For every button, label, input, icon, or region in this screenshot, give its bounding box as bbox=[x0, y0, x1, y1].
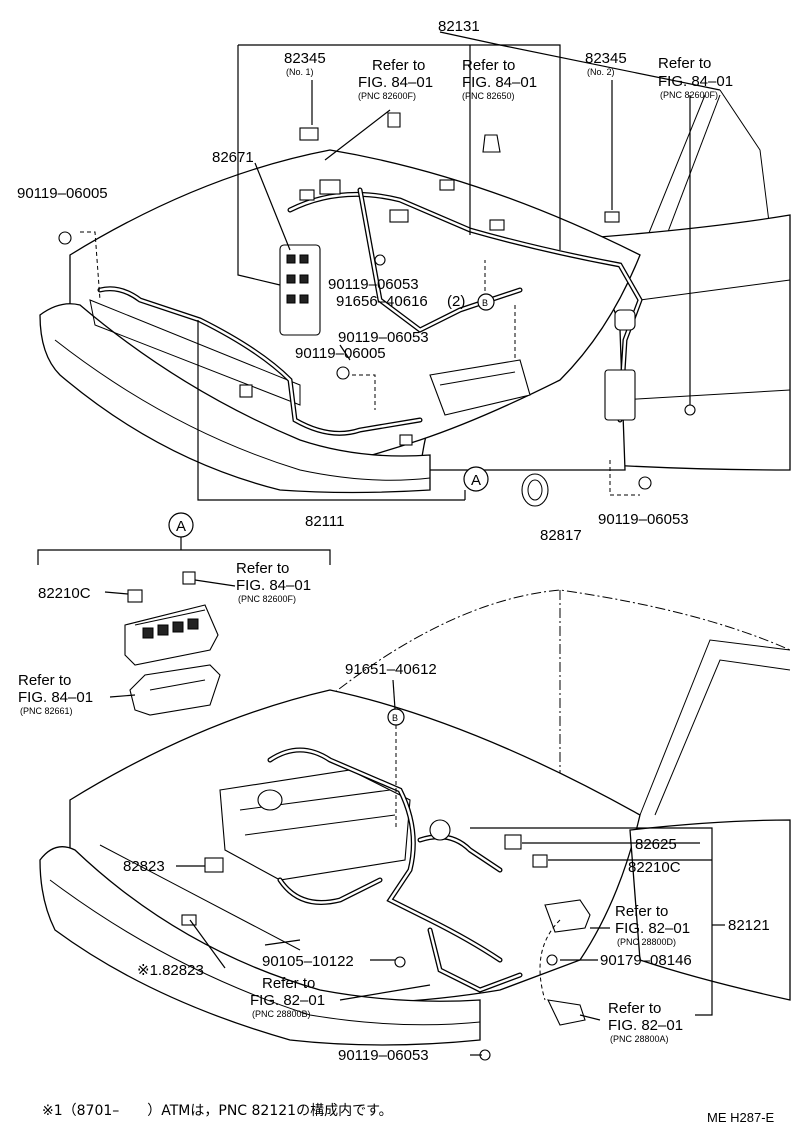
refer-label-1a: Refer to bbox=[372, 57, 425, 74]
label-91651-40612: 91651–40612 bbox=[345, 661, 437, 678]
refer-label-8a: Refer to bbox=[608, 1000, 661, 1017]
label-91656-qty: (2) bbox=[447, 293, 465, 310]
label-91656-40616: 91656–40616 bbox=[336, 293, 428, 310]
label-82345-no2-note: (No. 2) bbox=[587, 67, 615, 77]
label-82625: 82625 bbox=[635, 836, 677, 853]
label-90119-06053-d: 90119–06053 bbox=[338, 1047, 429, 1064]
refer-label-6a: Refer to bbox=[615, 903, 668, 920]
callout-b-bottom: B bbox=[392, 713, 398, 723]
label-82817: 82817 bbox=[540, 527, 582, 544]
refer-label-2c: (PNC 82650) bbox=[462, 91, 515, 101]
label-82345-no2: 82345 bbox=[585, 50, 627, 67]
top-vehicle-drawing bbox=[39, 31, 791, 507]
label-90119-06053-c: 90119–06053 bbox=[598, 511, 689, 528]
inset-a-drawing bbox=[37, 512, 331, 716]
refer-label-3a: Refer to bbox=[658, 55, 711, 72]
refer-label-7c: (PNC 28800B) bbox=[252, 1009, 311, 1019]
refer-label-8c: (PNC 28800A) bbox=[610, 1034, 669, 1044]
refer-label-8b: FIG. 82–01 bbox=[608, 1017, 683, 1034]
label-90119-06053-b: 90119–06053 bbox=[338, 329, 429, 346]
refer-label-5c: (PNC 82661) bbox=[20, 706, 73, 716]
inset-a-marker: A bbox=[176, 518, 186, 535]
callout-a-top: A bbox=[471, 472, 481, 489]
label-82823-a: 82823 bbox=[123, 858, 165, 875]
footer-note: ※1（8701– ）ATMは，PNC 82121の構成内です。 bbox=[42, 1103, 393, 1119]
label-82345-no1-note: (No. 1) bbox=[286, 67, 314, 77]
refer-label-2a: Refer to bbox=[462, 57, 515, 74]
refer-label-3b: FIG. 84–01 bbox=[658, 73, 733, 90]
label-90179-08146: 90179–08146 bbox=[600, 952, 692, 969]
refer-label-5a: Refer to bbox=[18, 672, 71, 689]
refer-label-5b: FIG. 84–01 bbox=[18, 689, 93, 706]
footer-code: ME H287-E bbox=[707, 1110, 775, 1125]
refer-label-2b: FIG. 84–01 bbox=[462, 74, 537, 91]
refer-label-6b: FIG. 82–01 bbox=[615, 920, 690, 937]
refer-label-1b: FIG. 84–01 bbox=[358, 74, 433, 91]
refer-label-4b: FIG. 84–01 bbox=[236, 577, 311, 594]
refer-label-1c: (PNC 82600F) bbox=[358, 91, 416, 101]
label-90119-06005-b: 90119–06005 bbox=[295, 345, 386, 362]
label-90105-10122: 90105–10122 bbox=[262, 953, 354, 970]
refer-label-7b: FIG. 82–01 bbox=[250, 992, 325, 1009]
label-82823-b: ※1.82823 bbox=[137, 962, 204, 979]
label-82345-no1: 82345 bbox=[284, 50, 326, 67]
refer-label-3c: (PNC 82600F) bbox=[660, 90, 718, 100]
bottom-vehicle-drawing bbox=[39, 589, 791, 1061]
callout-b-top: B bbox=[482, 298, 488, 308]
label-82111: 82111 bbox=[305, 513, 345, 530]
label-82210c-b: 82210C bbox=[628, 859, 681, 876]
label-82210c-a: 82210C bbox=[38, 585, 91, 602]
label-90119-06053-a: 90119–06053 bbox=[328, 276, 419, 293]
label-90119-06005-a: 90119–06005 bbox=[17, 185, 108, 202]
label-82671: 82671 bbox=[212, 149, 254, 166]
label-82121: 82121 bbox=[728, 917, 770, 934]
refer-label-7a: Refer to bbox=[262, 975, 315, 992]
label-82131: 82131 bbox=[438, 18, 480, 35]
refer-label-4c: (PNC 82600F) bbox=[238, 594, 296, 604]
refer-label-6c: (PNC 28800D) bbox=[617, 937, 676, 947]
refer-label-4a: Refer to bbox=[236, 560, 289, 577]
